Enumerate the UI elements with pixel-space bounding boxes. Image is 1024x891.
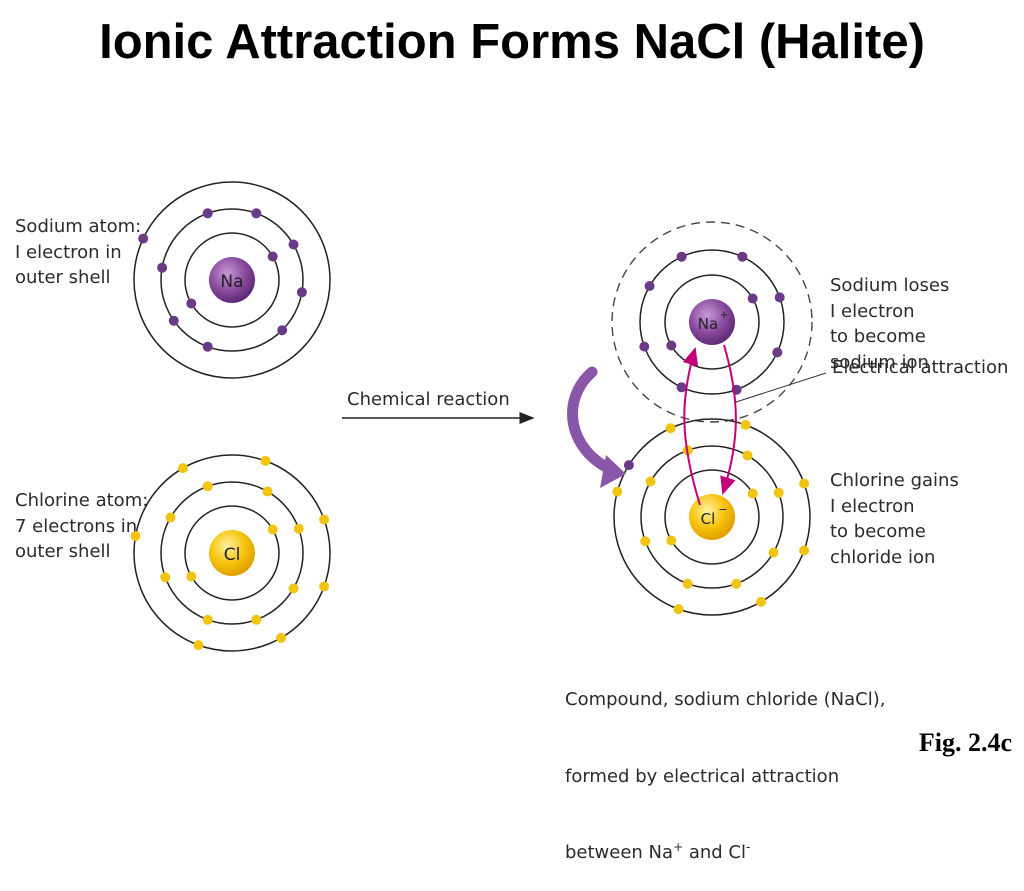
electron <box>160 572 171 583</box>
electron <box>799 478 810 489</box>
electron <box>742 450 753 461</box>
chloride-ion: Cl − <box>612 418 811 616</box>
electron <box>138 233 149 244</box>
electron <box>768 547 779 558</box>
electron <box>665 423 676 434</box>
cl-shell-3 <box>133 454 331 652</box>
electron <box>772 347 783 358</box>
electron <box>168 315 179 326</box>
electron <box>293 523 304 534</box>
electron <box>251 614 262 625</box>
electron <box>676 251 687 262</box>
cl-ion-nucleus <box>689 494 735 540</box>
electron <box>262 486 273 497</box>
na-electrons <box>138 208 307 352</box>
cl-ion-charge: − <box>718 503 727 516</box>
ionic-diagram: Na Cl Na + Cl − <box>130 181 827 652</box>
electron <box>774 292 785 303</box>
chlorine-atom: Cl <box>130 454 331 652</box>
electron <box>260 455 271 466</box>
electron <box>202 481 213 492</box>
na-shell-1 <box>184 232 280 328</box>
electron <box>288 239 299 250</box>
electron <box>202 341 213 352</box>
electron <box>612 486 623 497</box>
cl-ion-shell-1 <box>664 469 760 565</box>
attraction-arrow-up <box>682 347 701 506</box>
attraction-arrow-down <box>720 344 737 495</box>
electron <box>731 578 742 589</box>
na-ion-symbol: Na <box>698 315 718 333</box>
electron <box>676 382 687 393</box>
electron <box>623 460 634 471</box>
cl-ion-shell-2 <box>640 445 784 589</box>
electron <box>288 583 299 594</box>
electron <box>666 340 677 351</box>
electron <box>165 512 176 523</box>
electron <box>319 581 330 592</box>
electron <box>267 251 278 262</box>
electron <box>186 298 197 309</box>
cl-electrons <box>130 455 330 651</box>
na-symbol: Na <box>220 272 243 292</box>
cl-nucleus <box>209 530 255 576</box>
na-ion-shell-1 <box>664 274 760 370</box>
electron <box>319 514 330 525</box>
electron <box>193 640 204 651</box>
electron <box>276 632 286 643</box>
electron <box>644 281 655 291</box>
electron <box>673 604 684 615</box>
na-ion-charge: + <box>720 310 728 321</box>
cl-ion-symbol: Cl <box>701 510 716 528</box>
na-ion-lost-shell <box>611 221 813 423</box>
na-nucleus <box>209 257 255 303</box>
electron-transfer-arrowhead <box>600 455 626 488</box>
cl-symbol: Cl <box>224 545 241 565</box>
na-shell-2 <box>160 208 304 352</box>
electron <box>799 545 810 556</box>
electron <box>296 287 307 298</box>
electron <box>178 463 188 474</box>
electron <box>202 208 213 219</box>
electrical-attraction-label: Electrical attraction <box>832 357 1009 378</box>
electron <box>773 487 784 498</box>
electron <box>157 262 168 273</box>
electron <box>640 536 651 547</box>
chemical-reaction-label: Chemical reaction <box>347 389 510 410</box>
cl-ion-electrons <box>612 419 810 615</box>
electron <box>666 535 677 546</box>
na-ion-nucleus <box>689 299 735 345</box>
electron <box>747 293 758 304</box>
electron <box>267 524 278 535</box>
na-shell-3 <box>133 181 331 379</box>
electron-transfer-arrow <box>567 366 618 476</box>
electron <box>740 419 751 430</box>
electron <box>639 341 650 352</box>
electron <box>186 571 197 582</box>
na-ion-electrons <box>639 251 785 395</box>
electron <box>682 578 693 589</box>
electron <box>645 476 656 487</box>
electron <box>756 596 766 607</box>
na-ion-shell-2 <box>639 249 785 395</box>
attraction-leader-line <box>735 372 827 403</box>
cl-shell-1 <box>184 505 280 601</box>
electron <box>251 208 262 219</box>
page-title: Ionic Attraction Forms NaCl (Halite) <box>99 15 925 69</box>
electron <box>737 251 748 262</box>
electron <box>277 325 288 336</box>
cl-shell-2 <box>160 481 304 625</box>
electron <box>747 488 758 499</box>
figure-label: Fig. 2.4c <box>918 728 1012 757</box>
electron <box>202 614 213 625</box>
sodium-atom: Na <box>133 181 331 379</box>
cl-ion-shell-3 <box>613 418 811 616</box>
electron <box>130 531 141 541</box>
sodium-ion: Na + <box>611 221 813 423</box>
